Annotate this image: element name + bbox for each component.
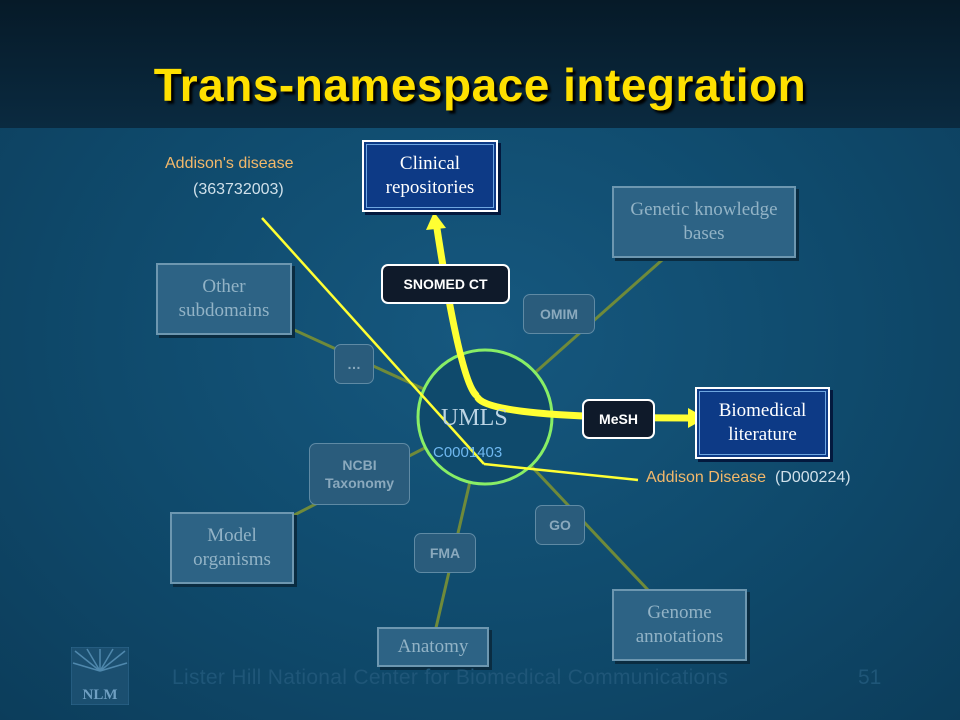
- box-other-subdomains[interactable]: Other subdomains: [156, 263, 292, 335]
- box-model-organisms[interactable]: Model organisms: [170, 512, 294, 584]
- umls-label: UMLS: [441, 405, 508, 431]
- umls-cui: C0001403: [433, 444, 503, 461]
- arrow-to-clinical: [432, 218, 480, 399]
- box-anatomy[interactable]: Anatomy: [377, 627, 489, 667]
- logo-text: NLM: [83, 687, 118, 703]
- arrowhead-clinical: [426, 212, 446, 230]
- box-genetic-knowledge-bases[interactable]: Genetic knowledge bases: [612, 186, 796, 258]
- box-biomedical-literature[interactable]: Biomedical literature: [695, 387, 830, 459]
- pill-mesh[interactable]: MeSH: [582, 399, 655, 439]
- nlm-logo-icon: NLM: [71, 647, 129, 705]
- leader-mesh-term: [483, 462, 639, 482]
- slide-title: Trans-namespace integration: [153, 59, 807, 111]
- pill-fma[interactable]: FMA: [414, 533, 476, 573]
- pill-snomed-ct[interactable]: SNOMED CT: [381, 264, 510, 304]
- pill-go[interactable]: GO: [535, 505, 585, 545]
- box-genome-annotations[interactable]: Genome annotations: [612, 589, 747, 661]
- box-clinical-repositories[interactable]: Clinical repositories: [362, 140, 498, 212]
- leader-snomed-term: [261, 217, 485, 465]
- annotation-snomed-term: Addison's disease: [165, 155, 294, 172]
- pill-omim[interactable]: OMIM: [523, 294, 595, 334]
- footer-text: Lister Hill National Center for Biomedic…: [172, 666, 729, 689]
- annotation-mesh: Addison Disease (D000224): [646, 469, 851, 486]
- pill-ellipsis[interactable]: …: [334, 344, 374, 384]
- header-band: [0, 0, 960, 128]
- annotation-snomed-code: (363732003): [193, 181, 284, 198]
- slide-number: 51: [858, 666, 882, 689]
- pill-ncbi-taxonomy[interactable]: NCBI Taxonomy: [309, 443, 410, 505]
